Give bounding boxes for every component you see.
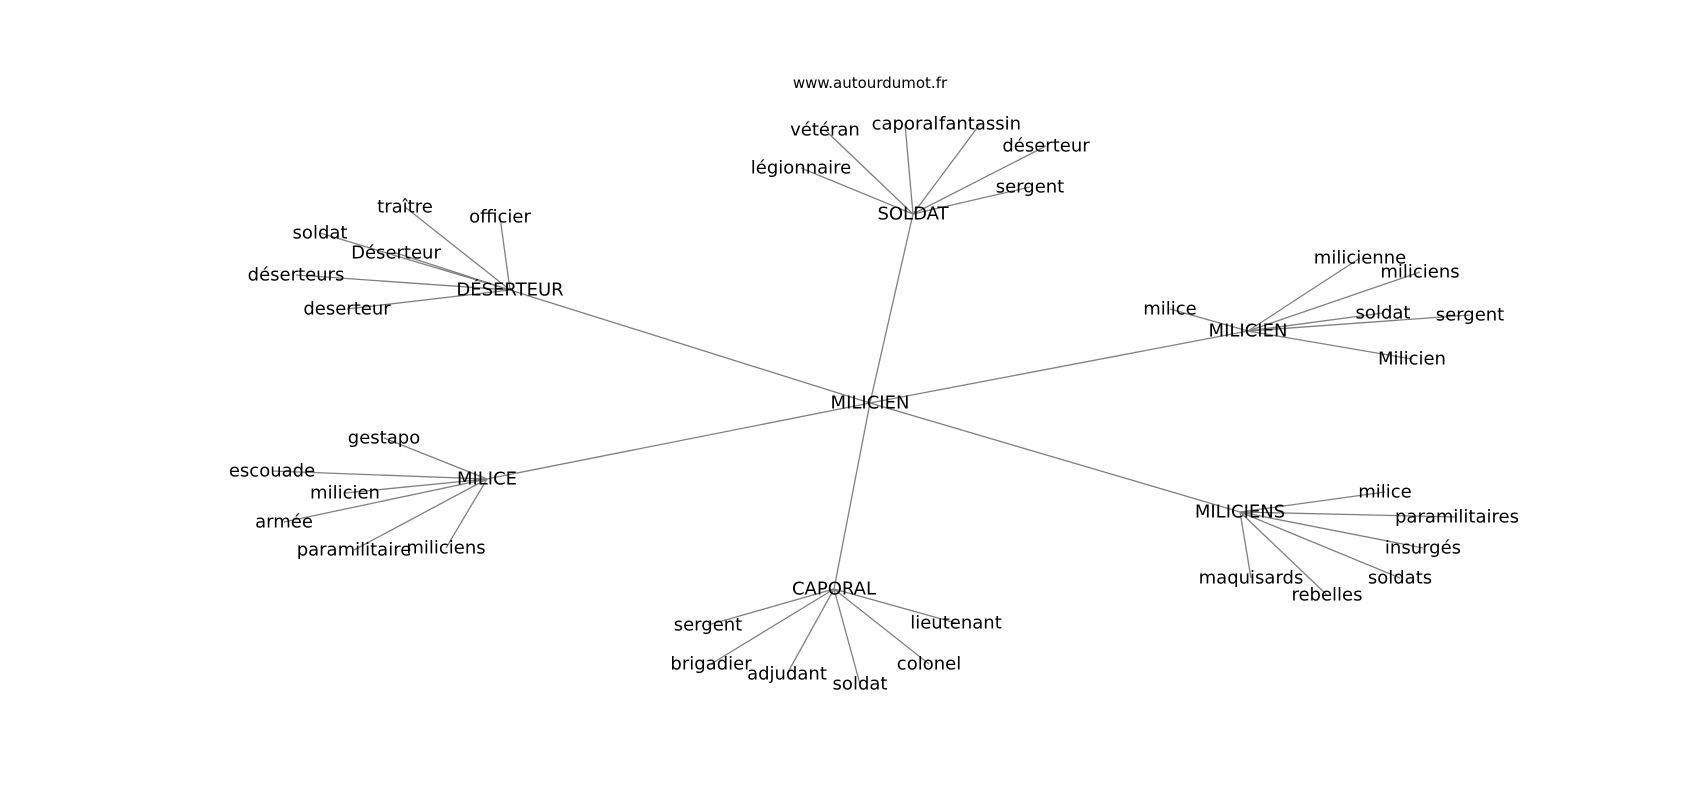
node-milice_hub: MILICE bbox=[457, 469, 517, 490]
edge-caporal_hub-p1 bbox=[707, 588, 835, 626]
node-s2: caporal bbox=[872, 114, 939, 135]
node-s6: sergent bbox=[996, 177, 1065, 198]
node-m5: sergent bbox=[1436, 305, 1505, 326]
node-milicien_hub: MILICIEN bbox=[1209, 321, 1288, 342]
edge-deserteur_hub-d6 bbox=[346, 289, 511, 310]
node-soldat_hub: SOLDAT bbox=[877, 204, 949, 225]
node-c4: armée bbox=[255, 512, 313, 533]
edge-center-milicien_hub bbox=[869, 330, 1249, 404]
edge-miliciens_hub-n5 bbox=[1239, 511, 1401, 579]
node-n3: insurgés bbox=[1385, 538, 1461, 559]
node-s1: vétéran bbox=[790, 120, 860, 141]
edge-miliciens_hub-n1 bbox=[1239, 491, 1386, 513]
node-p3: brigadier bbox=[670, 654, 752, 675]
source-watermark: www.autourdumot.fr bbox=[793, 74, 948, 92]
node-center: MILICIEN bbox=[831, 393, 910, 414]
edge-soldat_hub-s1 bbox=[824, 129, 914, 215]
edge-soldat_hub-s4 bbox=[912, 145, 1047, 215]
edge-deserteur_hub-d5 bbox=[295, 274, 511, 291]
node-deserteur_hub: DÉSERTEUR bbox=[456, 279, 563, 301]
node-caporal_hub: CAPORAL bbox=[792, 579, 876, 600]
node-p2: lieutenant bbox=[910, 613, 1002, 634]
node-d2: officier bbox=[469, 207, 531, 228]
node-p4: colonel bbox=[897, 654, 961, 675]
node-d3: soldat bbox=[293, 223, 348, 244]
node-p1: sergent bbox=[674, 615, 743, 636]
edge-soldat_hub-s5 bbox=[800, 167, 914, 215]
edge-center-caporal_hub bbox=[833, 402, 871, 590]
graph-edges bbox=[271, 123, 1471, 685]
node-p6: soldat bbox=[833, 674, 888, 695]
edge-caporal_hub-p6 bbox=[833, 588, 861, 685]
edge-milice_hub-c3 bbox=[344, 478, 488, 494]
node-d5: déserteurs bbox=[248, 265, 345, 286]
node-d1: traître bbox=[377, 197, 433, 218]
node-d6: deserteur bbox=[303, 299, 391, 320]
node-c6: miliciens bbox=[406, 538, 485, 559]
edge-milicien_hub-m5 bbox=[1247, 314, 1471, 332]
node-m2: miliciens bbox=[1380, 262, 1459, 283]
edge-deserteur_hub-d4 bbox=[395, 252, 511, 291]
edge-center-soldat_hub bbox=[869, 213, 914, 404]
node-c5: paramilitaire bbox=[297, 540, 412, 561]
edge-miliciens_hub-n2 bbox=[1239, 511, 1458, 518]
node-miliciens_hub: MILICIENS bbox=[1195, 502, 1285, 523]
edge-center-miliciens_hub bbox=[869, 402, 1241, 513]
edge-milice_hub-c6 bbox=[445, 478, 488, 549]
node-n4: maquisards bbox=[1199, 568, 1304, 589]
node-n5: soldats bbox=[1368, 568, 1432, 589]
edge-milicien_hub-m2 bbox=[1247, 271, 1421, 332]
node-c1: gestapo bbox=[348, 428, 420, 449]
edge-deserteur_hub-d1 bbox=[404, 206, 511, 291]
node-c3: milicien bbox=[310, 483, 380, 504]
edge-deserteur_hub-d2 bbox=[499, 216, 511, 291]
edge-milice_hub-c2 bbox=[271, 470, 488, 480]
node-c2: escouade bbox=[229, 461, 315, 482]
edge-center-milice_hub bbox=[486, 402, 871, 480]
graph-nodes: MILICIEN SOLDAT DÉSERTEUR MILICIEN MILICE MIL… bbox=[229, 114, 1519, 695]
edge-miliciens_hub-n6 bbox=[1239, 511, 1328, 596]
node-s4: déserteur bbox=[1002, 136, 1090, 157]
edge-caporal_hub-p3 bbox=[710, 588, 835, 665]
node-m3: milice bbox=[1143, 299, 1197, 320]
node-d4: Déserteur bbox=[351, 243, 441, 264]
edge-milicien_hub-m4 bbox=[1247, 312, 1384, 332]
node-m6: Milicien bbox=[1378, 349, 1446, 370]
edge-milicien_hub-m6 bbox=[1247, 330, 1413, 360]
edge-soldat_hub-s3 bbox=[912, 123, 981, 215]
node-s5: légionnaire bbox=[751, 158, 851, 179]
node-m4: soldat bbox=[1356, 303, 1411, 324]
node-n2: paramilitaires bbox=[1395, 507, 1519, 528]
edge-soldat_hub-s2 bbox=[904, 123, 914, 215]
edge-milicien_hub-m1 bbox=[1247, 257, 1361, 332]
edge-soldat_hub-s6 bbox=[912, 186, 1031, 215]
edge-caporal_hub-p2 bbox=[833, 588, 957, 624]
edge-caporal_hub-p5 bbox=[786, 588, 835, 675]
node-m1: milicienne bbox=[1314, 248, 1406, 269]
edge-miliciens_hub-n3 bbox=[1239, 511, 1424, 549]
node-n6: rebelles bbox=[1291, 585, 1362, 606]
edge-center-deserteur_hub bbox=[509, 289, 871, 404]
node-s3: fantassin bbox=[939, 114, 1021, 135]
node-n1: milice bbox=[1358, 482, 1412, 503]
edge-miliciens_hub-n4 bbox=[1239, 511, 1252, 579]
edge-milice_hub-c1 bbox=[383, 437, 488, 480]
edge-milice_hub-c5 bbox=[353, 478, 488, 551]
edge-milice_hub-c4 bbox=[283, 478, 488, 523]
edge-caporal_hub-p4 bbox=[833, 588, 930, 665]
edge-deserteur_hub-d3 bbox=[319, 232, 511, 291]
node-p5: adjudant bbox=[747, 664, 827, 685]
edge-milicien_hub-m3 bbox=[1169, 308, 1249, 332]
